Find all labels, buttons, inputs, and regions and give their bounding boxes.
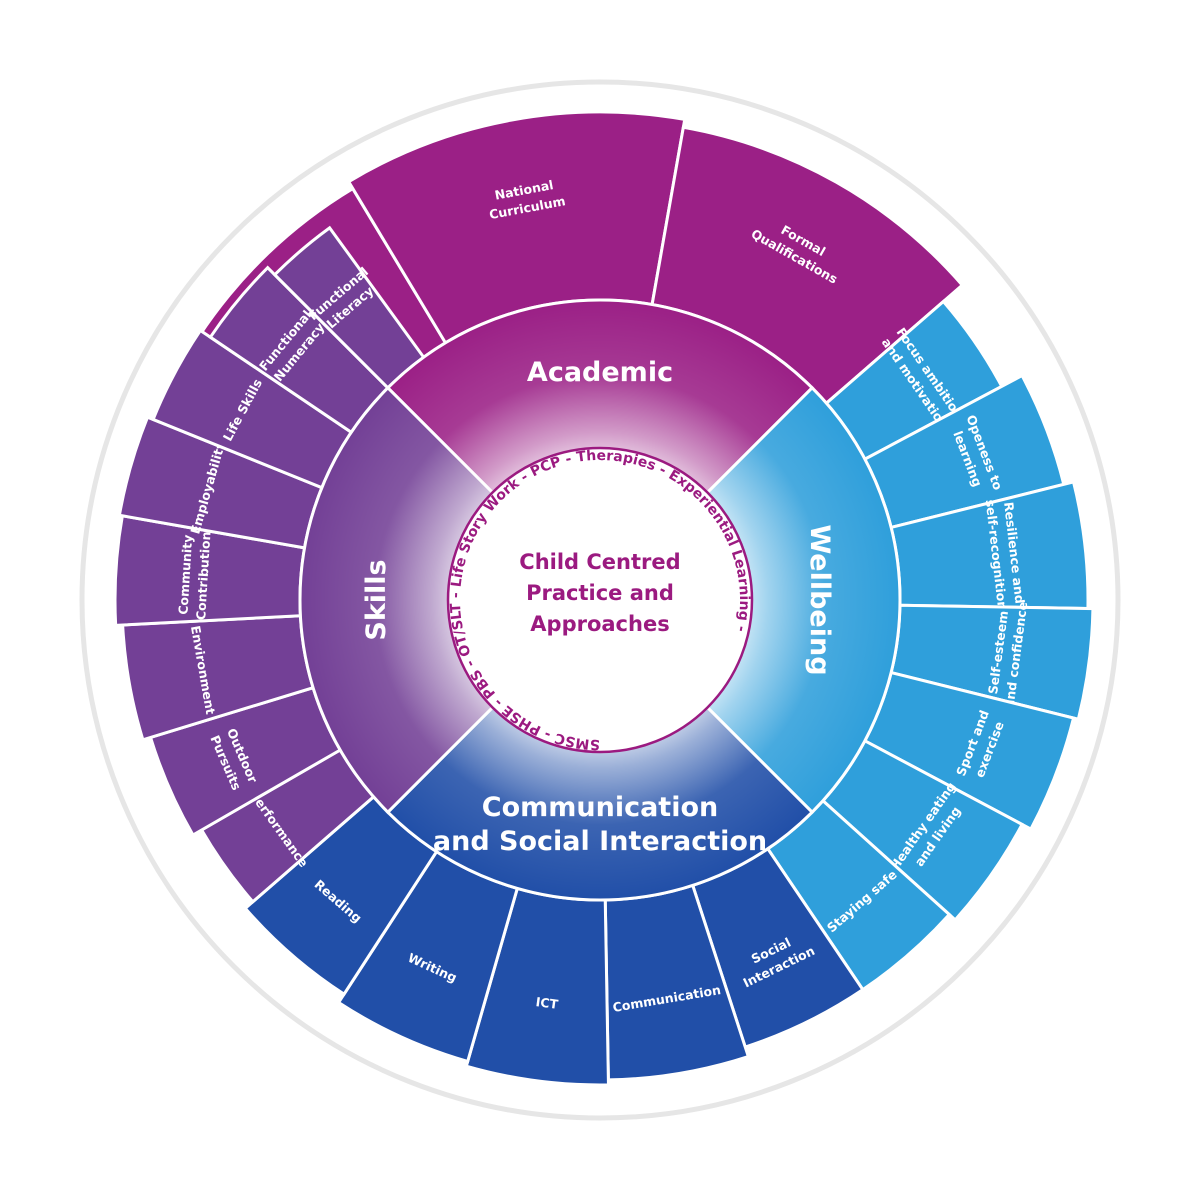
outer-ring [79, 79, 1121, 1121]
quadrant-communication-label-line-2: and Social Interaction [433, 826, 767, 857]
segment-resilience-and-self-recognition: Resilience andself-recognition [889, 480, 1090, 611]
segment-community-contribution-label: CommunityContribution [175, 530, 213, 621]
segment-ict-label: ICT [535, 994, 560, 1012]
segment-life-skills: Life Skills [151, 328, 354, 490]
center-title-line-1: Child Centred [519, 550, 680, 574]
segment-national-curriculum: NationalCurriculum [346, 110, 687, 345]
quadrant-academic-label: Academic [527, 357, 673, 388]
quadrant-wellbeing-label: Wellbeing [804, 524, 835, 675]
quadrant-wellbeing-label-line-1: Wellbeing [804, 524, 835, 675]
center-title-line-3: Approaches [530, 612, 669, 636]
center-title-line-2: Practice and [526, 581, 674, 605]
quadrant-skills-label: Skills [361, 559, 392, 640]
segment-reading: Reading [243, 794, 439, 997]
center-hub [446, 446, 754, 754]
segment-performance: Performance [199, 747, 376, 904]
quadrant-skills-label-line-1: Skills [361, 559, 392, 640]
segment-openess-to-learning: Openess tolearning [862, 373, 1066, 530]
segment-healthy-eating-and-living: Healthy eatingand living [820, 738, 1025, 922]
segment-self-esteem-and-confidence: Self-esteemand confidence [889, 601, 1095, 722]
segment-formal-qualifications: FormalQualifications [650, 125, 965, 406]
segment-ict-label-line-1: ICT [535, 994, 560, 1012]
segment-community-contribution-label-line-1: Community [175, 534, 195, 615]
center-title: Child Centred Practice and Approaches [519, 550, 680, 636]
segment-functional-numeracy: FunctionalNumeracy [208, 265, 390, 435]
segment-social-interaction: SocialInteraction [690, 846, 865, 1049]
segment-community-contribution-label-line-2: Contribution [193, 531, 213, 620]
quadrant-academic-label-line-1: Academic [527, 357, 673, 388]
segment-focus-ambition-and-motivation: Focus ambitionand motivation [824, 299, 1004, 462]
outer-segments: Literacy andNumeracyNationalCurriculumFo… [113, 110, 1095, 1087]
quadrant-communication-label-line-1: Communication [482, 792, 719, 823]
